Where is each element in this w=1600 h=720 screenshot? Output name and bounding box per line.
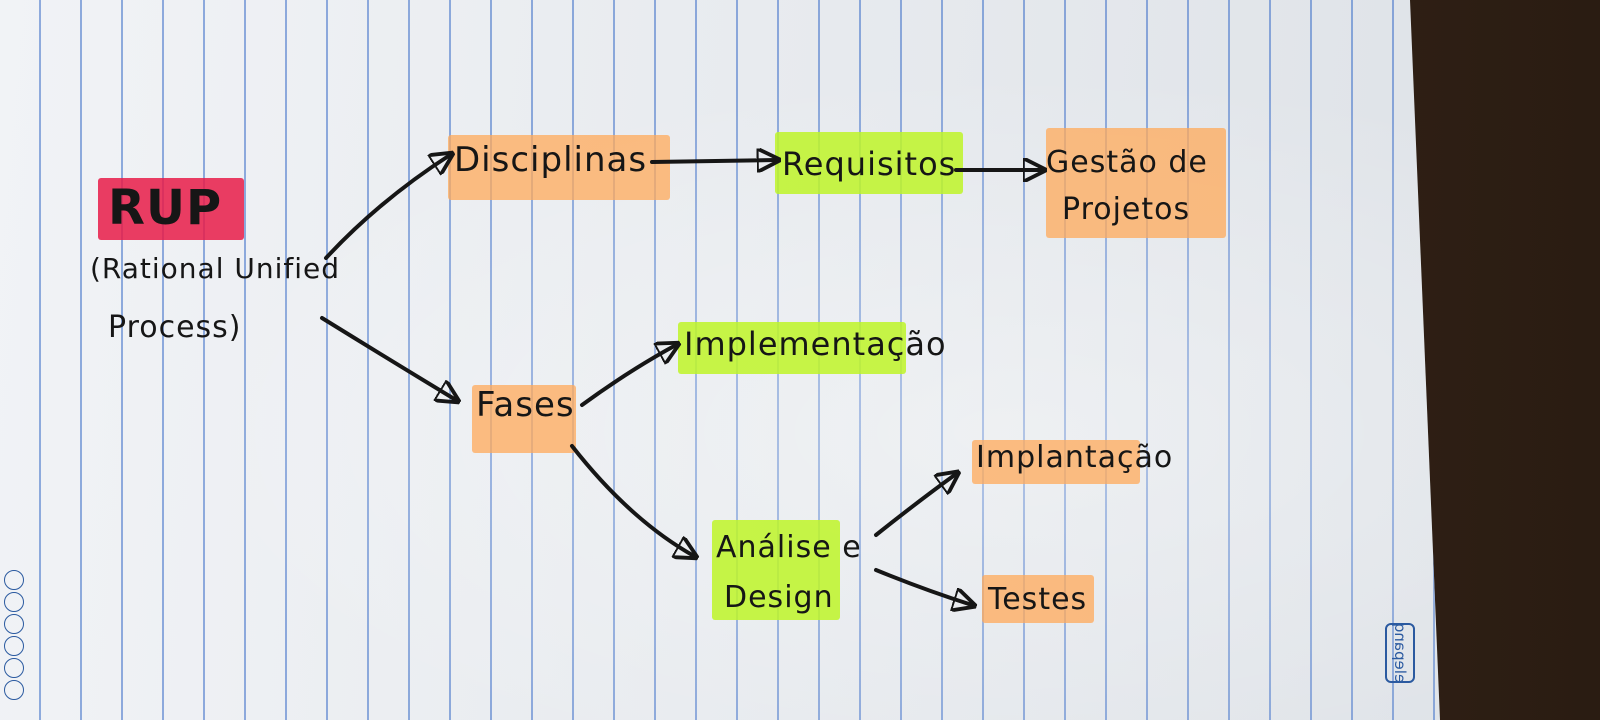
arrow-analise-to-testes [874, 568, 972, 605]
notebook-brand-logo: elepanq [1385, 623, 1415, 683]
node-testes: Testes [988, 582, 1088, 617]
arrow-rup-to-fases [320, 316, 456, 400]
node-analise-line2: Design [724, 580, 834, 615]
arrow-rup-to-disciplinas [324, 155, 450, 260]
margin-circle [4, 680, 24, 700]
arrow-fases-to-implementacao [580, 345, 676, 407]
node-gestao-line1: Gestão de [1046, 145, 1208, 180]
arrow-analise-to-implantacao [874, 474, 956, 537]
node-disciplinas: Disciplinas [454, 140, 648, 180]
arrow-disciplinas-to-requisitos [650, 160, 776, 162]
node-analise-line1: Análise e [716, 530, 862, 565]
node-gestao-line2: Projetos [1062, 192, 1191, 227]
requisitos-highlight [775, 132, 963, 194]
node-implementacao: Implementação [684, 325, 947, 363]
rup-subtitle-line2: Process) [108, 310, 242, 345]
page-margin-circles [4, 570, 28, 702]
margin-circle [4, 636, 24, 656]
rup-subtitle-line1: (Rational Unified [90, 252, 341, 285]
gestao-highlight [1046, 128, 1226, 238]
arrow-fases-to-analise [570, 444, 694, 556]
rup-title: RUP [108, 180, 223, 236]
node-requisitos: Requisitos [782, 145, 957, 183]
margin-circle [4, 592, 24, 612]
analise-highlight [712, 520, 840, 620]
disciplinas-highlight [448, 135, 670, 200]
rup-highlight [98, 178, 244, 240]
testes-highlight [982, 575, 1094, 623]
implementacao-highlight [678, 322, 906, 374]
margin-circle [4, 570, 24, 590]
node-fases: Fases [476, 385, 575, 425]
margin-circle [4, 658, 24, 678]
implantacao-highlight [972, 440, 1140, 484]
margin-circle [4, 614, 24, 634]
node-implantacao: Implantação [976, 440, 1174, 475]
fases-highlight [472, 385, 576, 453]
